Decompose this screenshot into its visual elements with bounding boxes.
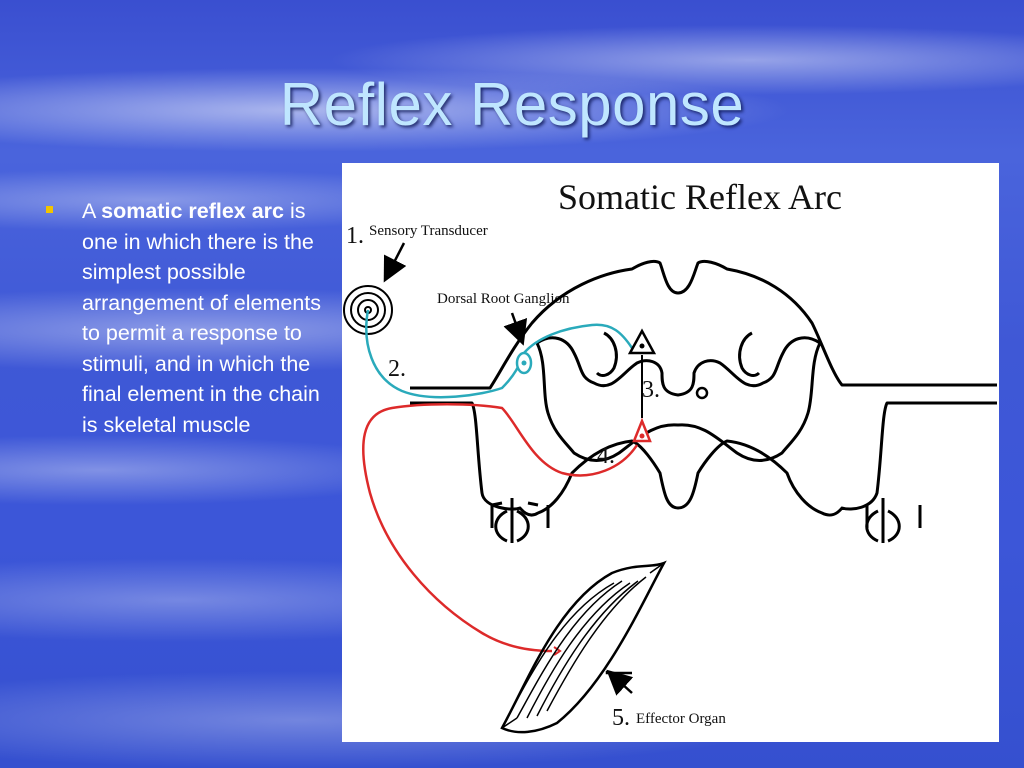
interneuron-nucleus [639, 343, 645, 349]
diagram-title: Somatic Reflex Arc [558, 177, 842, 217]
bullet-bold-term: somatic reflex arc [101, 199, 284, 223]
label-4: 4. [597, 443, 615, 469]
bullet-marker [46, 206, 53, 213]
slide-title: Reflex Response [279, 71, 745, 138]
effector-arrow [606, 669, 634, 696]
motor-neuron-path [362, 403, 639, 653]
bullet-list: A somatic reflex arc is one in which the… [46, 196, 331, 440]
effector-muscle [500, 560, 667, 734]
ventral-root-left [491, 498, 539, 543]
label-3: 3. [642, 377, 660, 403]
drg-nucleus [521, 360, 527, 366]
bullet-text: A somatic reflex arc is one in which the… [82, 196, 331, 440]
reflex-arc-diagram: Somatic Reflex Arc 1. Sensory Transducer… [342, 163, 999, 742]
ventral-root-right [865, 498, 901, 543]
spinal-cord-outline [410, 259, 997, 528]
motor-neuron-nucleus [639, 433, 645, 439]
label-2: 2. [388, 356, 406, 382]
sensory-arrow [383, 242, 407, 283]
motor-neuron-body [632, 417, 652, 443]
label-effector-organ: Effector Organ [636, 711, 726, 727]
interneuron-top [627, 328, 657, 355]
label-5: 5. [612, 705, 630, 731]
label-dorsal-root-ganglion: Dorsal Root Ganglion [437, 291, 570, 307]
central-canal [695, 386, 709, 400]
motor-end-tick [553, 646, 562, 656]
label-1: 1. [346, 223, 364, 249]
label-sensory-transducer: Sensory Transducer [369, 223, 488, 239]
diagram-svg: Somatic Reflex Arc 1. Sensory Transducer… [343, 177, 997, 734]
bullet-rest: is one in which there is the simplest po… [82, 199, 322, 437]
sensory-neuron-path [365, 309, 634, 399]
bullet-prefix: A [82, 199, 102, 223]
